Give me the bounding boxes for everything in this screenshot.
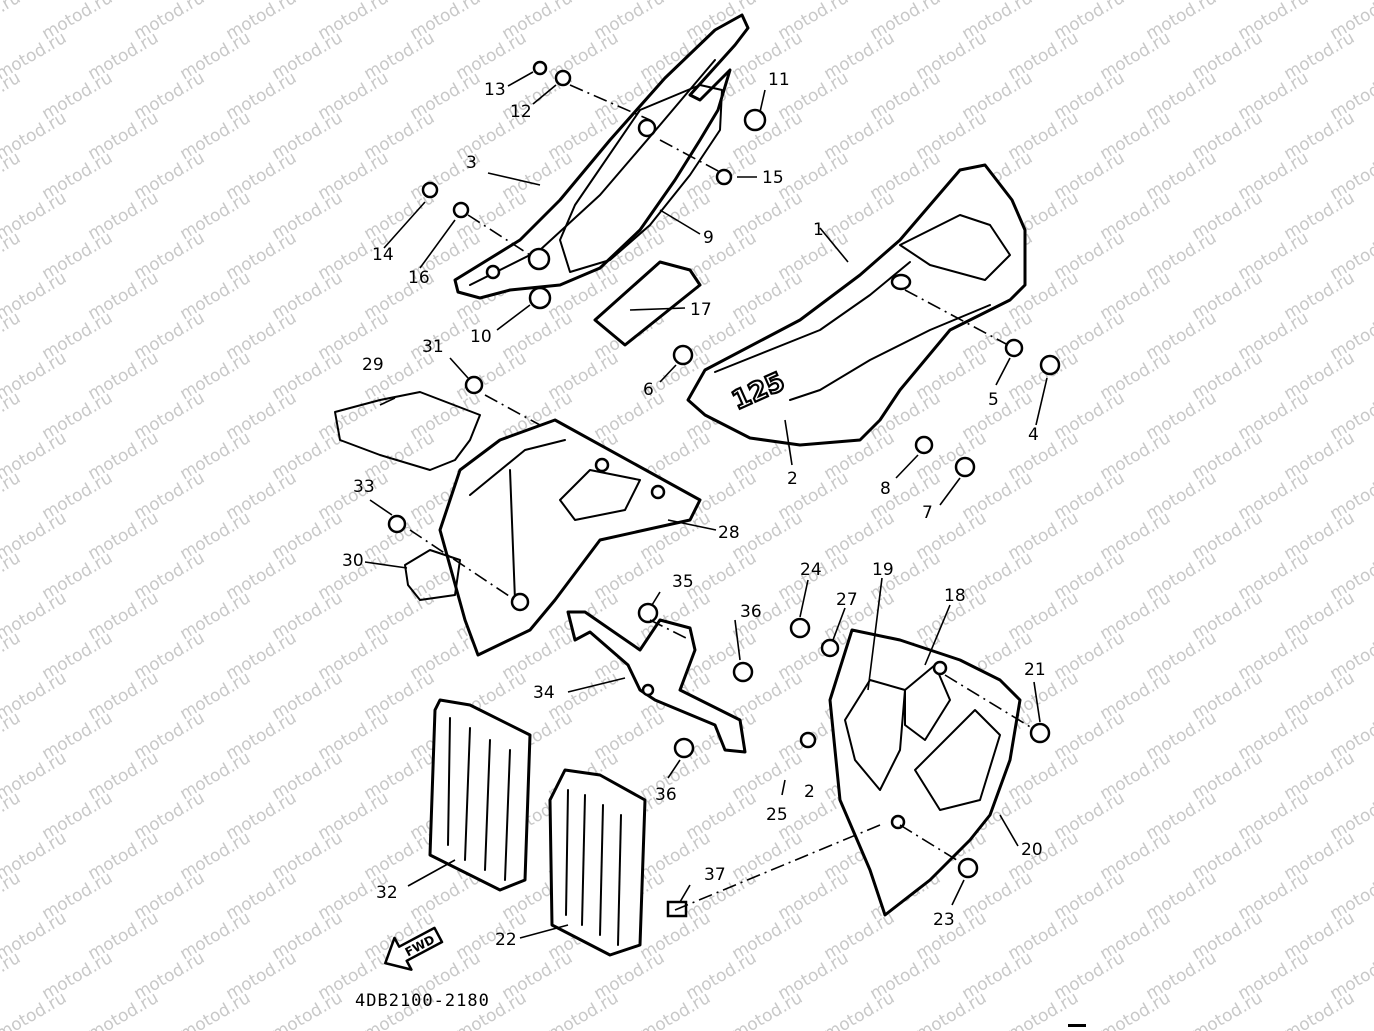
callout-10: 10 <box>470 327 492 347</box>
watermark-text: motod.ru <box>0 468 24 524</box>
hardware-fasteners <box>387 60 1061 918</box>
callout-37: 37 <box>704 865 726 885</box>
callout-31: 31 <box>422 337 444 357</box>
callout-18: 18 <box>944 586 966 606</box>
callout-6a: 6 <box>643 380 654 400</box>
callout-15: 15 <box>762 168 784 188</box>
watermark-text: motod.ru <box>0 68 24 124</box>
watermark-text: motod.ru <box>913 988 991 1031</box>
watermark-text: motod.ru <box>0 948 24 1004</box>
callout-17: 17 <box>690 300 712 320</box>
watermark-text: motod.ru <box>0 308 24 364</box>
front-panel-part-18 <box>828 628 1022 917</box>
watermark-text: motod.ru <box>1189 988 1267 1031</box>
bracket-part-34 <box>566 610 747 754</box>
watermark-text: motod.ru <box>0 708 24 764</box>
callout-11: 11 <box>768 70 790 90</box>
callout-8: 8 <box>880 479 891 499</box>
callout-35: 35 <box>672 572 694 592</box>
callout-2-small: 2 <box>804 782 815 802</box>
watermark-text: motod.ru <box>821 988 899 1031</box>
callout-2: 2 <box>787 469 798 489</box>
callout-32: 32 <box>376 883 398 903</box>
callout-23: 23 <box>933 910 955 930</box>
watermark-text: motod.ru <box>177 988 255 1031</box>
watermark-text: motod.ru <box>0 388 24 444</box>
callout-27: 27 <box>836 590 858 610</box>
watermark-text: motod.ru <box>0 788 24 844</box>
decal-part-30 <box>404 549 461 601</box>
callout-3: 3 <box>466 153 477 173</box>
watermark-text: motod.ru <box>545 988 623 1031</box>
radiator-louver-part-32 <box>428 698 532 892</box>
watermark-text: motod.ru <box>0 628 24 684</box>
callout-36-upper: 36 <box>740 602 762 622</box>
side-rail-part-3 <box>453 13 750 300</box>
watermark-text: motod.ru <box>269 988 347 1031</box>
callout-7: 7 <box>922 503 933 523</box>
watermark-text: motod.ru <box>729 988 807 1031</box>
callout-labels: 13 12 11 15 3 9 14 16 10 17 1 6 5 4 2 8 … <box>342 70 1046 950</box>
callout-1: 1 <box>813 220 824 240</box>
callout-22: 22 <box>495 930 517 950</box>
callout-29: 29 <box>362 355 384 375</box>
side-cover-part-1: 125 <box>686 163 1027 447</box>
callout-36-lower: 36 <box>655 785 677 805</box>
decal-part-29 <box>334 391 481 471</box>
watermark-text: motod.ru <box>1281 988 1359 1031</box>
watermark-text: motod.ru <box>1097 988 1175 1031</box>
callout-33: 33 <box>353 477 375 497</box>
callout-9: 9 <box>703 228 714 248</box>
watermark-text: motod.ru <box>0 148 24 204</box>
watermark-text: motod.ru <box>0 228 24 284</box>
callout-13: 13 <box>484 80 506 100</box>
callout-20: 20 <box>1021 840 1043 860</box>
callout-4: 4 <box>1028 425 1039 445</box>
callout-30: 30 <box>342 551 364 571</box>
callout-21: 21 <box>1024 660 1046 680</box>
callout-19: 19 <box>872 560 894 580</box>
callout-28: 28 <box>718 523 740 543</box>
assembly-lines <box>409 84 1033 911</box>
watermark-text: motod.ru <box>0 988 70 1031</box>
watermark-text: motod.ru <box>85 988 163 1031</box>
watermark-text: motod.ru <box>0 868 24 924</box>
watermark-text: motod.ru <box>0 0 24 44</box>
callout-25: 25 <box>766 805 788 825</box>
callout-5: 5 <box>988 390 999 410</box>
corner-mark <box>1068 1024 1086 1027</box>
watermark-text: motod.ru <box>637 988 715 1031</box>
callout-24: 24 <box>800 560 822 580</box>
radiator-shroud-part-28 <box>438 418 702 657</box>
watermark-text: motod.ru <box>0 548 24 604</box>
cover-plate-part-17 <box>593 260 702 347</box>
radiator-louver-part-22 <box>548 768 647 957</box>
callout-14: 14 <box>372 245 394 265</box>
callout-34: 34 <box>533 683 555 703</box>
leader-lines <box>364 71 1048 939</box>
callout-16: 16 <box>408 268 430 288</box>
diagram-code: 4DB2100-2180 <box>355 991 490 1011</box>
callout-12: 12 <box>510 102 532 122</box>
